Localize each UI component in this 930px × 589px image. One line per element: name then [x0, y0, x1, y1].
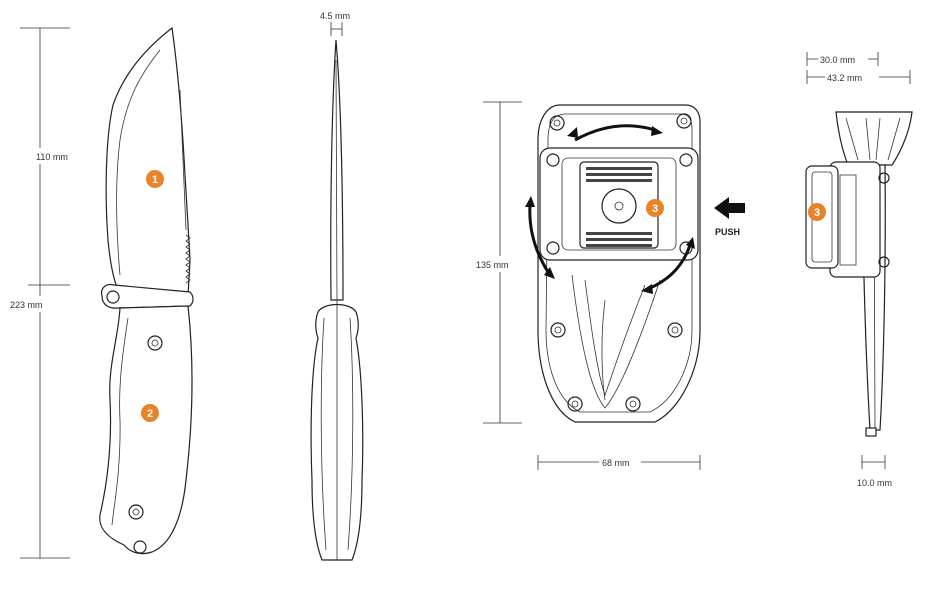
total-length-label: 223 mm	[10, 300, 43, 310]
length-dimension-lines	[20, 27, 70, 559]
blade-thickness-label: 4.5 mm	[320, 11, 350, 21]
blade-thickness-dimension	[330, 22, 343, 36]
badge-2-number: 2	[147, 408, 153, 420]
push-arrow-icon	[714, 197, 745, 219]
badge-3-side	[808, 203, 826, 221]
badge-1	[146, 170, 164, 188]
blade-length-label: 110 mm	[36, 152, 68, 162]
knife-side-view	[99, 26, 194, 555]
badge-2	[141, 404, 159, 422]
sheath-thickness-dimension	[861, 455, 886, 469]
sheath-front-view	[525, 104, 745, 423]
sheath-thickness-label: 10.0 mm	[857, 478, 892, 488]
badge-3-side-number: 3	[814, 207, 820, 219]
badge-3-front-number: 3	[652, 203, 658, 215]
clip-width-outer-label: 43.2 mm	[827, 73, 862, 83]
sheath-side-view	[805, 111, 913, 437]
knife-edge-view	[310, 39, 364, 561]
clip-width-inner-label: 30.0 mm	[820, 55, 855, 65]
knife-handle	[99, 305, 193, 555]
badge-1-number: 1	[152, 174, 158, 186]
sheath-width-label: 68 mm	[602, 458, 630, 468]
push-label: PUSH	[715, 227, 740, 237]
badge-3-front	[646, 199, 664, 217]
sheath-height-label: 135 mm	[476, 260, 509, 270]
